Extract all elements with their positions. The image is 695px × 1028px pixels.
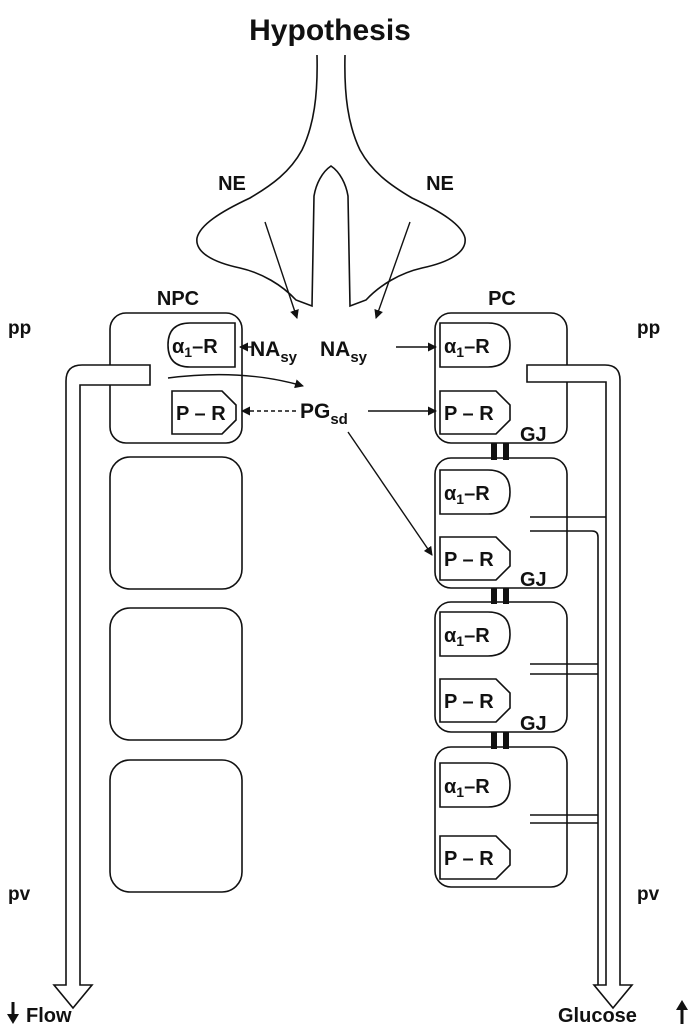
- pp-left-label: pp: [8, 318, 31, 339]
- ne-release-arrow-right: [376, 222, 410, 318]
- nerve-right-label: NE: [426, 173, 454, 195]
- empty-cell-1: [110, 457, 242, 589]
- gj-label-2: GJ: [520, 569, 547, 591]
- pc-label: PC: [488, 288, 516, 310]
- empty-cell-2: [110, 608, 242, 740]
- p-receptor-label-pc3: P – R: [444, 691, 494, 713]
- alpha1-label-pc3: α1–R: [444, 625, 490, 649]
- na-sy-right-label: NAsy: [320, 338, 368, 366]
- na-sy-left-label: NAsy: [250, 338, 298, 366]
- alpha1-label-pc2: α1–R: [444, 483, 490, 507]
- empty-cell-3: [110, 760, 242, 892]
- nerve-left-label: NE: [218, 173, 246, 195]
- pp-right-label: pp: [637, 318, 660, 339]
- pv-right-label: pv: [637, 884, 660, 905]
- flow-label: Flow: [26, 1005, 72, 1027]
- alpha1-label-pc4: α1–R: [444, 776, 490, 800]
- p-receptor-label-pc4: P – R: [444, 848, 494, 870]
- pg-sd-label: PGsd: [300, 400, 348, 428]
- flow-output: Flow: [7, 1002, 72, 1027]
- npc-label: NPC: [157, 288, 199, 310]
- p-receptor-label-pc1: P – R: [444, 403, 494, 425]
- glucose-output: Glucose: [558, 1000, 688, 1027]
- p-receptor-label-npc: P – R: [176, 403, 226, 425]
- glucose-label: Glucose: [558, 1005, 637, 1027]
- pg-to-pc2-p-receptor-arrow: [348, 432, 432, 555]
- ne-release-arrow-left: [265, 222, 297, 318]
- p-receptor-label-pc2: P – R: [444, 549, 494, 571]
- alpha1-label-npc: α1–R: [172, 336, 218, 360]
- pv-left-label: pv: [8, 884, 31, 905]
- gj-label-3: GJ: [520, 713, 547, 735]
- diagram-title: Hypothesis: [249, 14, 411, 47]
- gj-label-1: GJ: [520, 424, 547, 446]
- alpha1-label-pc1: α1–R: [444, 336, 490, 360]
